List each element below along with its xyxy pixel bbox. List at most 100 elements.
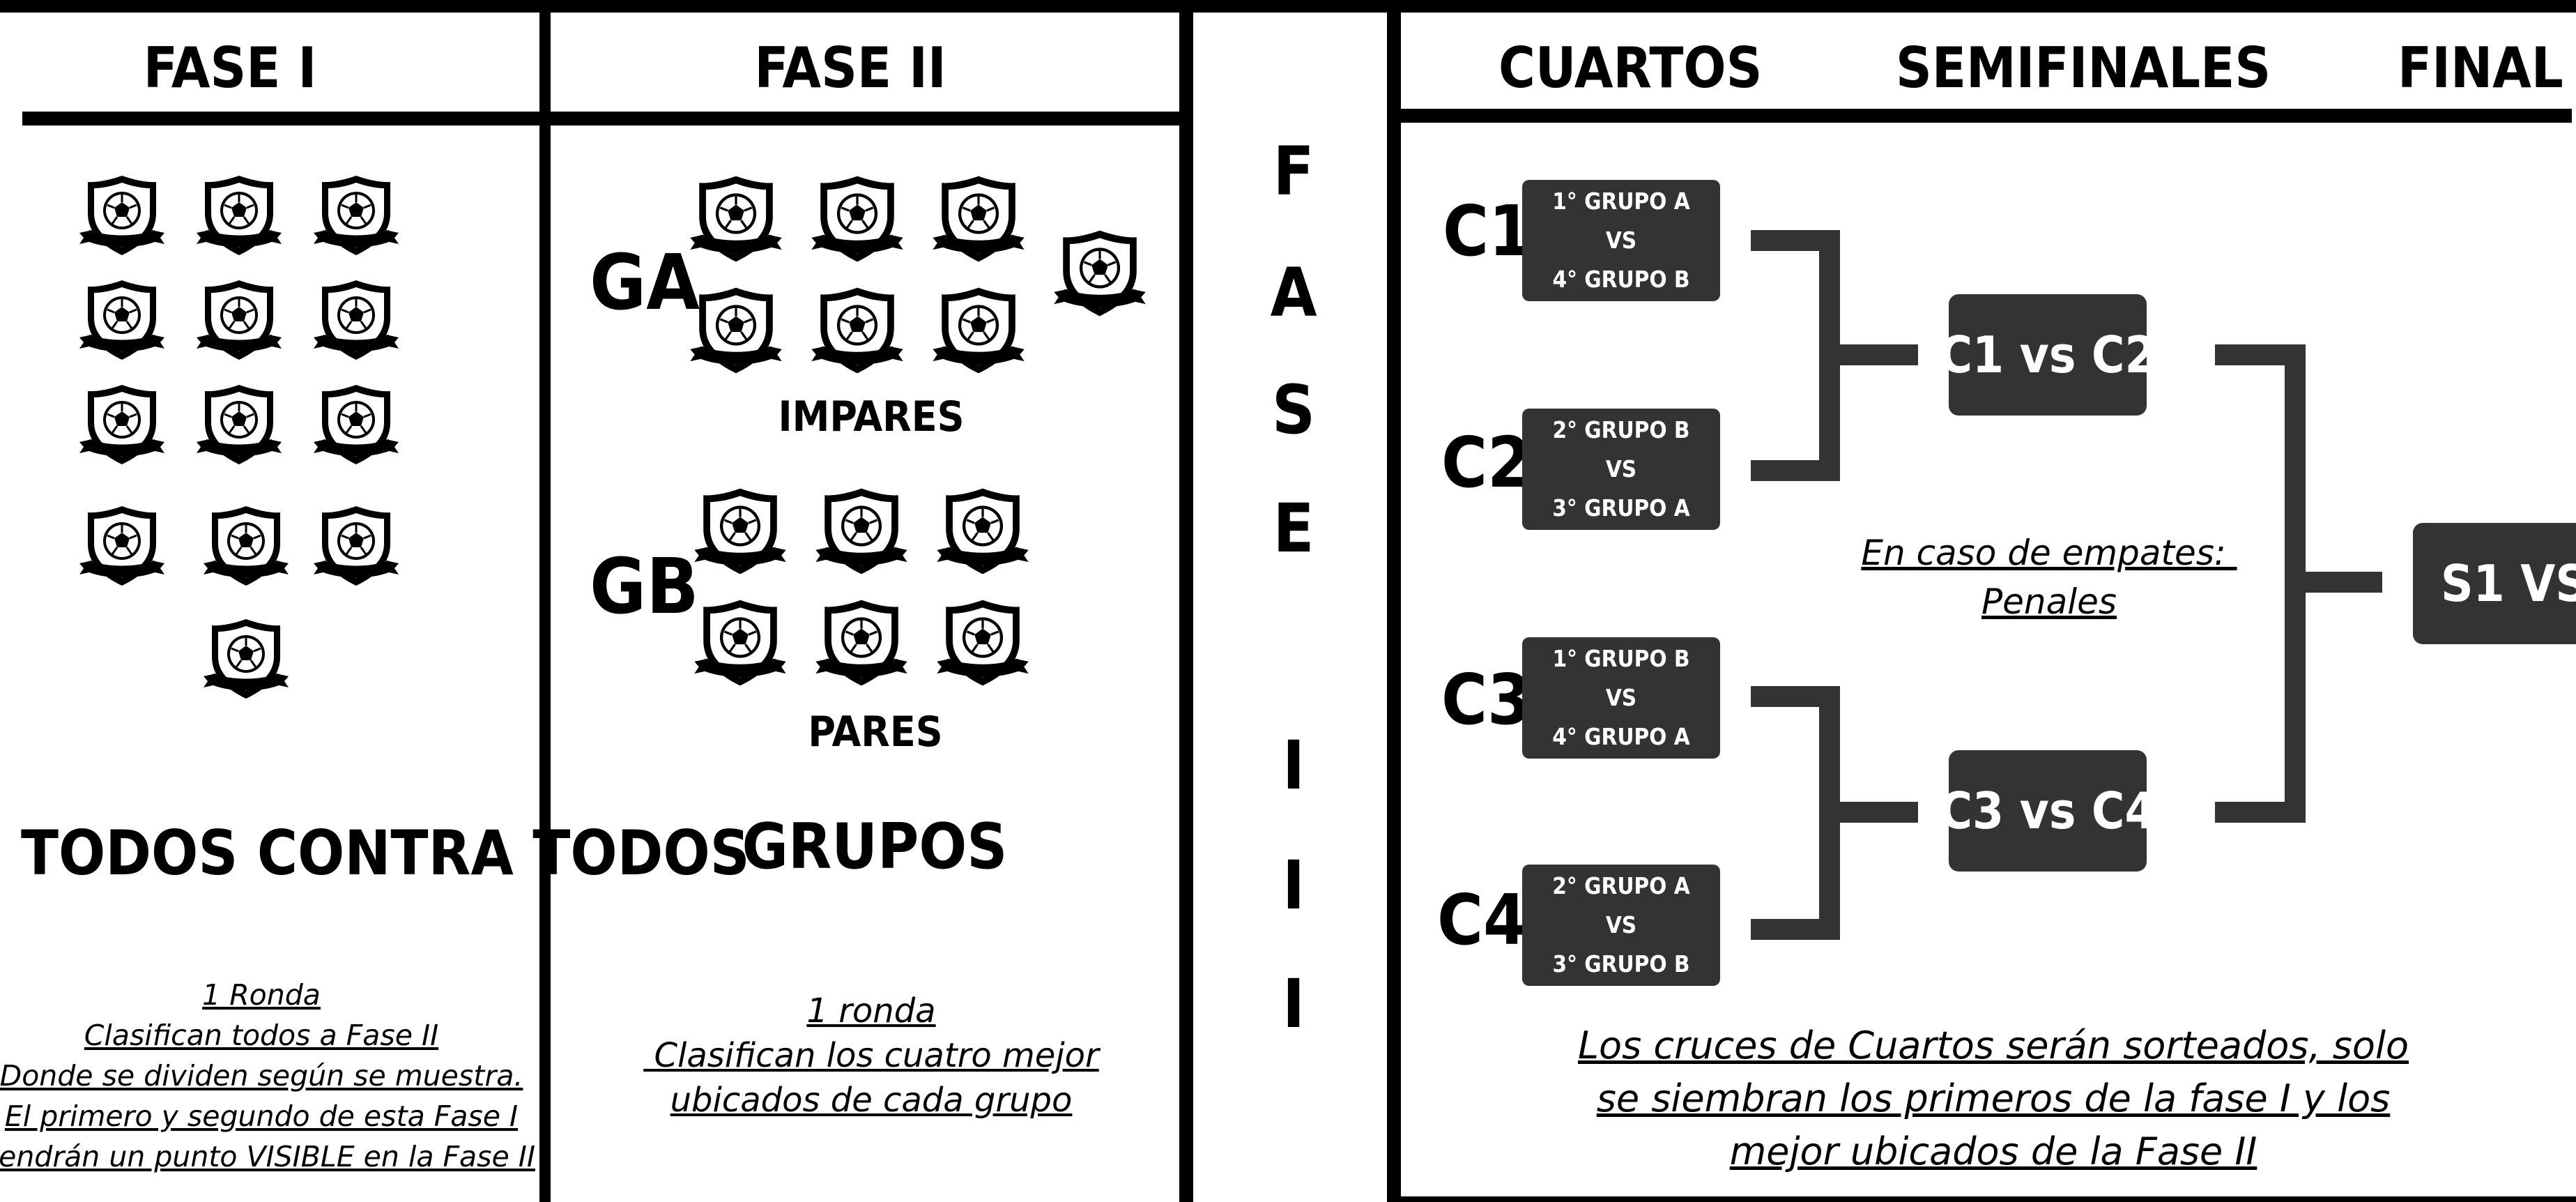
bracket-line	[1819, 686, 1840, 940]
soccer-crest-icon	[810, 287, 905, 375]
bracket-line	[2215, 802, 2306, 823]
quarter-match-c1: 1° GRUPO A VS 4° GRUPO B	[1522, 180, 1720, 301]
fase3-letter: A	[1270, 254, 1317, 332]
fase1-notes: 1 Ronda Clasifican todos a Fase II Donde…	[0, 975, 537, 1177]
quarter-match-c4: 2° GRUPO A VS 3° GRUPO B	[1522, 865, 1720, 986]
soccer-crest-icon	[935, 598, 1030, 687]
fase3-letter: I	[1282, 726, 1305, 805]
fase3-letter: I	[1282, 965, 1305, 1043]
quarter-label-c4: C4	[1437, 879, 1527, 961]
header-cuartos: CUARTOS	[1498, 36, 1763, 100]
soccer-crest-icon	[931, 175, 1026, 263]
draw-note-line: Los cruces de Cuartos serán sorteados, s…	[1577, 1024, 2409, 1067]
soccer-crest-icon	[810, 175, 905, 263]
soccer-crest-icon	[935, 487, 1030, 576]
quarter-vs: VS	[1605, 911, 1637, 938]
header-semifinales: SEMIFINALES	[1896, 36, 2271, 100]
header-underline-3	[1394, 109, 2572, 123]
fase3-letter: S	[1271, 371, 1316, 449]
quarter-team-2: 3° GRUPO B	[1552, 950, 1690, 978]
soccer-crest-icon	[814, 598, 909, 687]
bracket-line	[1840, 344, 1918, 365]
tie-note-line: En caso de empates:	[1861, 533, 2237, 573]
fase2-note-line: 1 ronda	[806, 991, 936, 1030]
fase1-title: TODOS CONTRA TODOS	[21, 817, 750, 889]
soccer-crest-icon	[78, 383, 166, 466]
divider-2	[1179, 0, 1193, 1202]
quarter-label-c3: C3	[1441, 659, 1531, 740]
quarter-team-2: 3° GRUPO A	[1552, 494, 1690, 522]
soccer-crest-icon	[78, 279, 166, 361]
group-a-label: GA	[590, 238, 700, 327]
soccer-crest-icon	[202, 618, 290, 700]
quarter-team-1: 2° GRUPO A	[1552, 872, 1690, 899]
soccer-crest-icon	[202, 505, 290, 587]
top-border	[0, 0, 2576, 13]
fase3-letter: I	[1282, 846, 1305, 925]
group-b-caption: PARES	[808, 708, 943, 756]
fase2-note-line: ubicados de cada grupo	[670, 1081, 1073, 1120]
group-b-label: GB	[590, 542, 699, 631]
soccer-crest-icon	[312, 505, 400, 587]
group-a-caption: IMPARES	[778, 393, 965, 441]
soccer-crest-icon	[1052, 229, 1147, 317]
fase2-note-line: Clasifican los cuatro mejor	[643, 1036, 1099, 1075]
fase1-note-line: Clasifican todos a Fase II	[84, 1019, 439, 1052]
quarter-match-c3: 1° GRUPO B VS 4° GRUPO A	[1522, 637, 1720, 759]
quarter-match-c2: 2° GRUPO B VS 3° GRUPO A	[1522, 409, 1720, 530]
bracket-line	[2285, 344, 2306, 823]
header-fase-1: FASE I	[143, 36, 317, 100]
fase1-note-line: Donde se dividen según se muestra.	[0, 1059, 523, 1093]
final-match-label: S1 VS S2	[2441, 554, 2576, 613]
header-fase-2: FASE II	[754, 36, 946, 100]
bottom-border	[1401, 1196, 2576, 1202]
bracket-line	[1819, 230, 1840, 481]
header-underline-2	[551, 112, 1186, 125]
soccer-crest-icon	[195, 279, 283, 361]
soccer-crest-icon	[931, 287, 1026, 375]
draw-note: Los cruces de Cuartos serán sorteados, s…	[1498, 1019, 2488, 1178]
soccer-crest-icon	[312, 279, 400, 361]
quarter-label-c2: C2	[1441, 422, 1531, 503]
soccer-crest-icon	[195, 174, 283, 257]
soccer-crest-icon	[78, 505, 166, 587]
fase3-letter: E	[1273, 489, 1314, 568]
quarter-label-c1: C1	[1443, 190, 1533, 272]
quarter-vs: VS	[1605, 455, 1637, 482]
quarter-vs: VS	[1605, 226, 1637, 254]
bracket-line	[1751, 460, 1840, 481]
tie-note-line: Penales	[1981, 581, 2117, 622]
draw-note-line: mejor ubicados de la Fase II	[1729, 1129, 2257, 1173]
quarter-team-2: 4° GRUPO B	[1552, 266, 1690, 294]
fase1-note-line: El primero y segundo de esta Fase I	[4, 1100, 519, 1133]
draw-note-line: se siembran los primeros de la fase I y …	[1596, 1077, 2391, 1120]
semi-match-1: C1 vs C2	[1939, 294, 2156, 416]
quarter-team-1: 1° GRUPO A	[1552, 187, 1690, 215]
fase1-note-line: 1 Ronda	[202, 978, 321, 1012]
bracket-line	[1840, 802, 1918, 823]
header-underline-1	[22, 112, 545, 125]
quarter-vs: VS	[1605, 683, 1637, 711]
quarter-team-1: 1° GRUPO B	[1552, 644, 1690, 672]
soccer-crest-icon	[693, 598, 788, 687]
soccer-crest-icon	[78, 174, 166, 257]
soccer-crest-icon	[312, 383, 400, 466]
divider-1	[539, 0, 551, 1202]
header-final: FINAL	[2398, 36, 2563, 100]
tie-note: En caso de empates: Penales	[1805, 528, 2293, 626]
bracket-line	[2306, 572, 2382, 593]
soccer-crest-icon	[689, 287, 783, 375]
soccer-crest-icon	[689, 175, 783, 263]
final-match: S1 VS S2	[2413, 523, 2576, 644]
fase2-title: GRUPOS	[742, 810, 1008, 883]
soccer-crest-icon	[693, 487, 788, 576]
fase3-letter: F	[1273, 132, 1314, 211]
semi-match-2: C3 vs C4	[1939, 750, 2156, 872]
soccer-crest-icon	[312, 174, 400, 257]
fase1-note-line: tendrán un punto VISIBLE en la Fase II	[0, 1140, 535, 1173]
quarter-team-1: 2° GRUPO B	[1552, 416, 1690, 443]
bracket-line	[1751, 919, 1840, 940]
fase2-notes: 1 ronda Clasifican los cuatro mejor ubic…	[599, 989, 1143, 1123]
soccer-crest-icon	[814, 487, 909, 576]
